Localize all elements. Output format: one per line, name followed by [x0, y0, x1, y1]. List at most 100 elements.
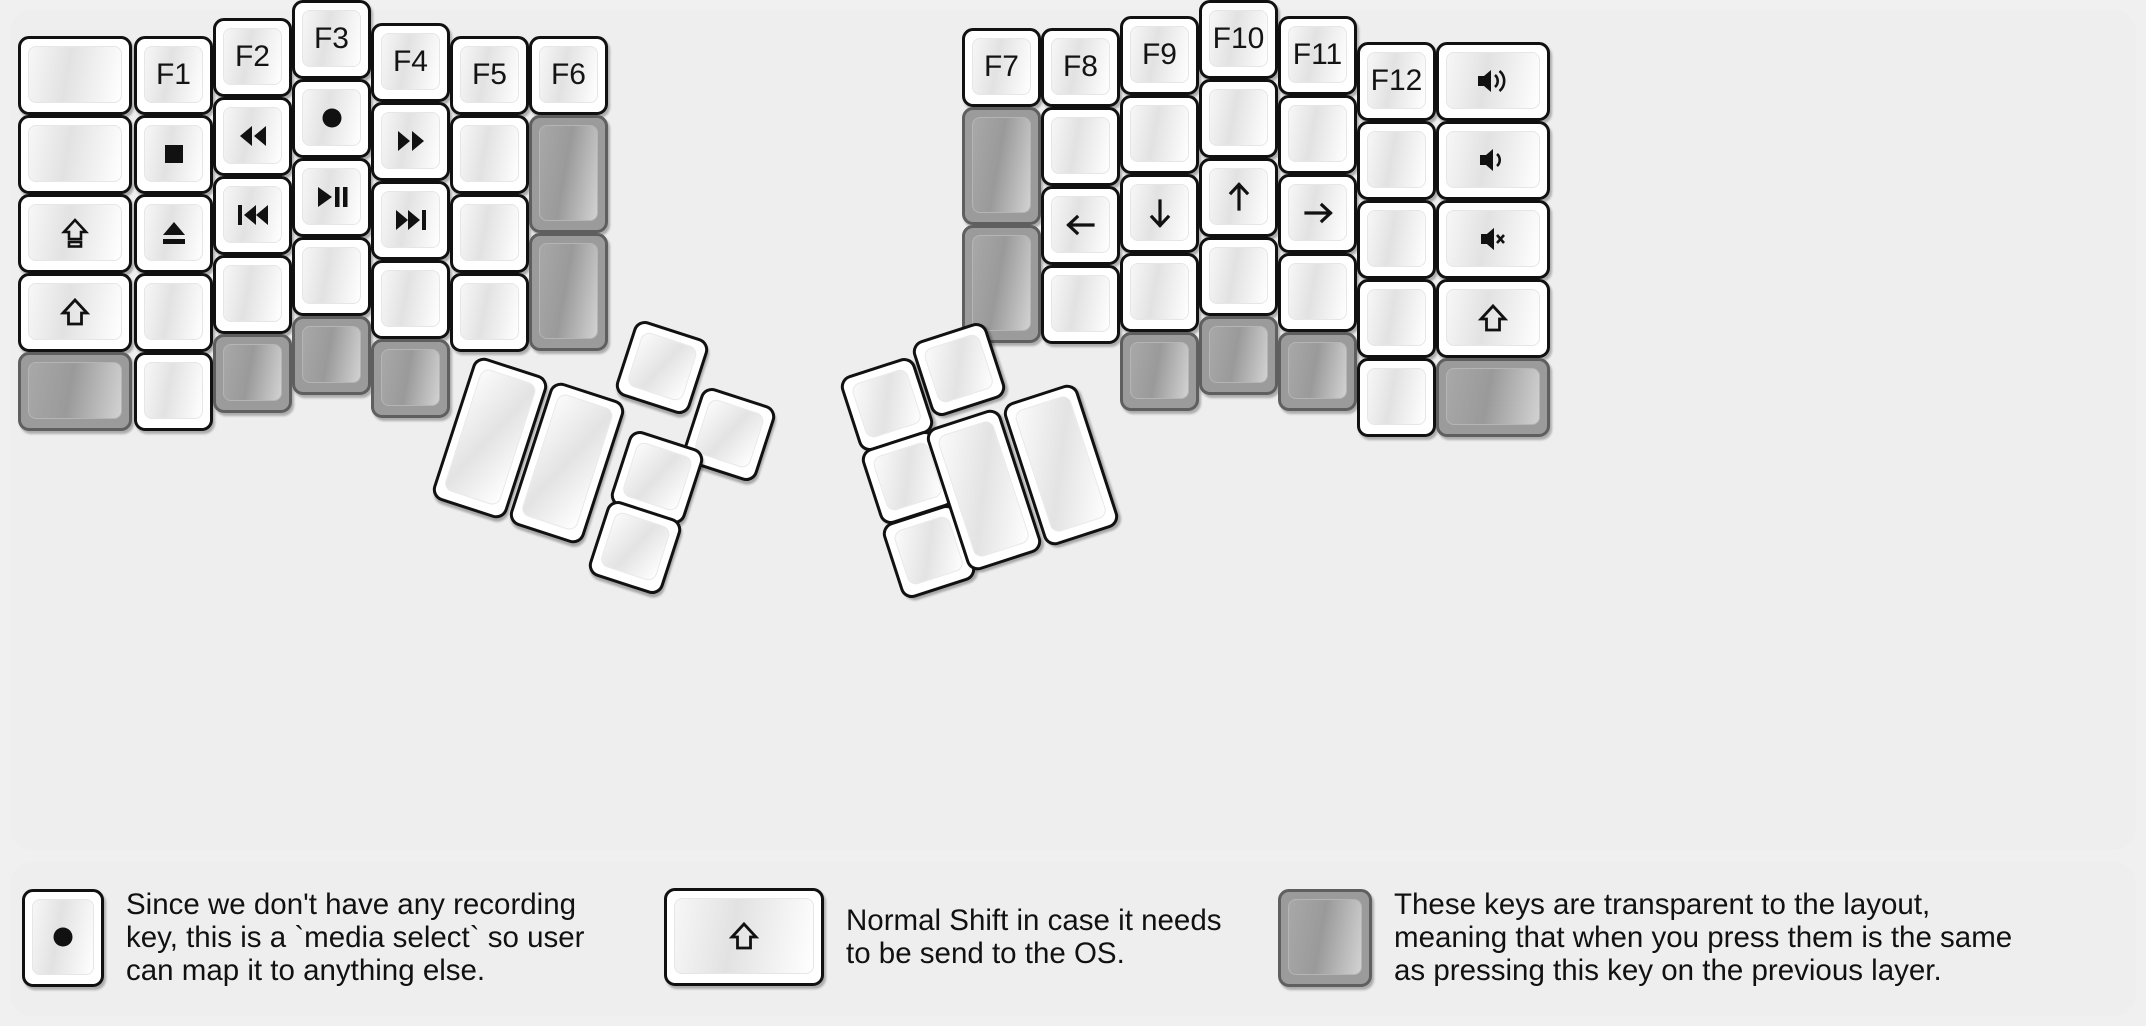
- left-pinky-column-key-3[interactable]: [134, 273, 213, 352]
- right-inner-column-key-2[interactable]: [1041, 186, 1120, 265]
- left-ring-column-key-3[interactable]: [213, 255, 292, 334]
- right-ring-column-key-1[interactable]: [1199, 79, 1278, 158]
- left-outer-column-key-1[interactable]: [18, 115, 132, 194]
- right-index-column-key-0[interactable]: F7: [962, 28, 1041, 107]
- right-outer-column-2-key-3[interactable]: [1436, 279, 1550, 358]
- left-index-column-key-1[interactable]: [371, 102, 450, 181]
- left-outer-column-key-3[interactable]: [18, 273, 132, 352]
- left-middle-column-key-4[interactable]: [292, 316, 371, 395]
- right-pinky-column-key-3[interactable]: [1278, 253, 1357, 332]
- legend-panel: [10, 862, 2136, 1016]
- keycap-label: F7: [983, 49, 1019, 83]
- left-index-column-key-4[interactable]: [371, 339, 450, 418]
- left-inner-column-2-key-1[interactable]: [529, 115, 608, 233]
- keycap-surface: [144, 362, 203, 419]
- left-middle-column-key-1[interactable]: [292, 79, 371, 158]
- left-index-column-key-3[interactable]: [371, 260, 450, 339]
- right-inner-column-key-3[interactable]: [1041, 265, 1120, 344]
- keycap-surface: [1446, 368, 1540, 425]
- right-inner-column-key-0[interactable]: F8: [1041, 28, 1120, 107]
- right-outer-column-2-key-2[interactable]: [1436, 200, 1550, 279]
- right-middle-column-key-2[interactable]: [1120, 174, 1199, 253]
- left-middle-column-key-3[interactable]: [292, 237, 371, 316]
- keycap-surface: F3: [302, 10, 361, 67]
- left-pinky-column-key-4[interactable]: [134, 352, 213, 431]
- left-pinky-column-key-2[interactable]: [134, 194, 213, 273]
- right-middle-column-key-4[interactable]: [1120, 332, 1199, 411]
- left-ring-column-key-1[interactable]: [213, 97, 292, 176]
- media-previous-icon: [233, 195, 273, 235]
- keycap-surface: [539, 243, 598, 339]
- right-outer-column-1-key-4[interactable]: [1357, 358, 1436, 437]
- right-ring-column-key-4[interactable]: [1199, 316, 1278, 395]
- keycap-surface: [302, 326, 361, 383]
- left-outer-column-key-0[interactable]: [18, 36, 132, 115]
- right-ring-column-key-0[interactable]: F10: [1199, 0, 1278, 79]
- right-pinky-column-key-1[interactable]: [1278, 95, 1357, 174]
- keycap-surface: [1367, 131, 1426, 188]
- left-pinky-column-key-1[interactable]: [134, 115, 213, 194]
- left-inner-column-1-key-1[interactable]: [450, 115, 529, 194]
- keycap-surface: F8: [1051, 38, 1110, 95]
- keycap-surface: [1209, 168, 1268, 225]
- keycap-surface: F4: [381, 33, 440, 90]
- right-outer-column-1-key-3[interactable]: [1357, 279, 1436, 358]
- left-ring-column-key-4[interactable]: [213, 334, 292, 413]
- left-outer-column-key-2[interactable]: [18, 194, 132, 273]
- keycap-surface: [1288, 184, 1347, 241]
- legend-key-swatch: [664, 888, 824, 986]
- right-middle-column-key-1[interactable]: [1120, 95, 1199, 174]
- right-outer-column-2-key-0[interactable]: [1436, 42, 1550, 121]
- right-ring-column-key-3[interactable]: [1199, 237, 1278, 316]
- left-inner-column-1-key-0[interactable]: F5: [450, 36, 529, 115]
- right-pinky-column-key-0[interactable]: F11: [1278, 16, 1357, 95]
- keycap-surface: [460, 283, 519, 340]
- right-middle-column-key-0[interactable]: F9: [1120, 16, 1199, 95]
- left-middle-column-key-0[interactable]: F3: [292, 0, 371, 79]
- left-inner-column-1-key-2[interactable]: [450, 194, 529, 273]
- left-inner-column-2-key-0[interactable]: F6: [529, 36, 608, 115]
- normal-shift-note: Normal Shift in case it needs to be send…: [664, 888, 1221, 986]
- keycap-surface: [460, 204, 519, 261]
- keycap-label: F4: [392, 44, 428, 78]
- keycap-surface: [620, 440, 694, 513]
- right-pinky-column-key-2[interactable]: [1278, 174, 1357, 253]
- left-index-column-key-2[interactable]: [371, 181, 450, 260]
- keycap-surface: [972, 117, 1031, 213]
- keycap-surface: [381, 112, 440, 169]
- keycap-surface: [223, 265, 282, 322]
- left-middle-column-key-2[interactable]: [292, 158, 371, 237]
- left-index-column-key-0[interactable]: F4: [371, 23, 450, 102]
- keycap-surface: [381, 191, 440, 248]
- keycap-surface: [1367, 368, 1426, 425]
- volume-down-icon: [1473, 140, 1513, 180]
- right-outer-column-1-key-0[interactable]: F12: [1357, 42, 1436, 121]
- right-index-column-key-1[interactable]: [962, 107, 1041, 225]
- keycap-surface: [381, 349, 440, 406]
- keycap-label: F8: [1062, 49, 1098, 83]
- right-outer-column-1-key-1[interactable]: [1357, 121, 1436, 200]
- legend-key-swatch: [1278, 888, 1372, 987]
- right-middle-column-key-3[interactable]: [1120, 253, 1199, 332]
- left-inner-column-2-key-2[interactable]: [529, 233, 608, 351]
- keycap-surface: [460, 125, 519, 182]
- keycap-label: F3: [313, 21, 349, 55]
- left-outer-column-key-4[interactable]: [18, 352, 132, 431]
- right-outer-column-2-key-1[interactable]: [1436, 121, 1550, 200]
- left-ring-column-key-0[interactable]: F2: [213, 18, 292, 97]
- right-pinky-column-key-4[interactable]: [1278, 332, 1357, 411]
- right-outer-column-2-key-4[interactable]: [1436, 358, 1550, 437]
- keycap-surface: [302, 168, 361, 225]
- keycap-surface: [1209, 89, 1268, 146]
- right-inner-column-key-1[interactable]: [1041, 107, 1120, 186]
- right-outer-column-1-key-2[interactable]: [1357, 200, 1436, 279]
- keycap-surface: [625, 330, 699, 403]
- left-pinky-column-key-0[interactable]: F1: [134, 36, 213, 115]
- left-ring-column-key-2[interactable]: [213, 176, 292, 255]
- left-inner-column-1-key-3[interactable]: [450, 273, 529, 352]
- keycap-surface: [1288, 105, 1347, 162]
- keycap-surface: [28, 46, 122, 103]
- right-ring-column-key-2[interactable]: [1199, 158, 1278, 237]
- keycap-surface: F12: [1367, 52, 1426, 109]
